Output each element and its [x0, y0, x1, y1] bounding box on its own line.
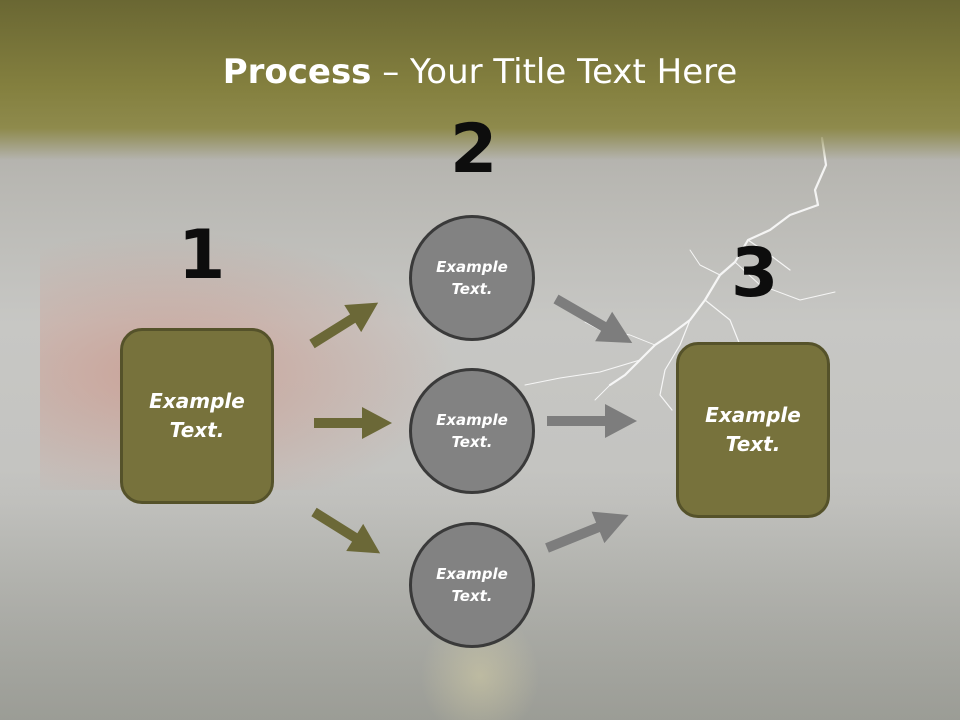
step-3-text-line-1: Example	[705, 403, 801, 427]
circle-top-line-1: Example	[436, 257, 508, 276]
arrow-from-circle-middle	[547, 404, 637, 438]
step-3-text-line-2: Text.	[725, 432, 781, 456]
title-rest: – Your Title Text Here	[371, 52, 738, 92]
arrow-from-circle-top	[553, 294, 633, 343]
title-band	[0, 0, 960, 160]
step-1-text-line-1: Example	[149, 389, 245, 413]
circle-middle-line-1: Example	[436, 410, 508, 429]
title-bold: Process	[222, 52, 372, 92]
circle-bottom-line-1: Example	[436, 564, 508, 583]
arrow-from-circle-bottom	[545, 511, 629, 553]
arrow-to-circle-middle	[314, 407, 392, 439]
arrow-to-circle-bottom	[311, 507, 381, 554]
step-number-1: 1	[178, 216, 226, 295]
step-1-text-line-2: Text.	[169, 418, 225, 442]
circle-top-line-2: Text.	[451, 280, 493, 298]
circle-middle-line-2: Text.	[451, 433, 493, 451]
arrow-to-circle-top	[309, 302, 379, 349]
circle-bottom-line-2: Text.	[451, 587, 493, 605]
step-number-2: 2	[450, 110, 498, 189]
slide-title: Process – Your Title Text Here	[0, 52, 960, 92]
step-number-3: 3	[731, 234, 779, 313]
